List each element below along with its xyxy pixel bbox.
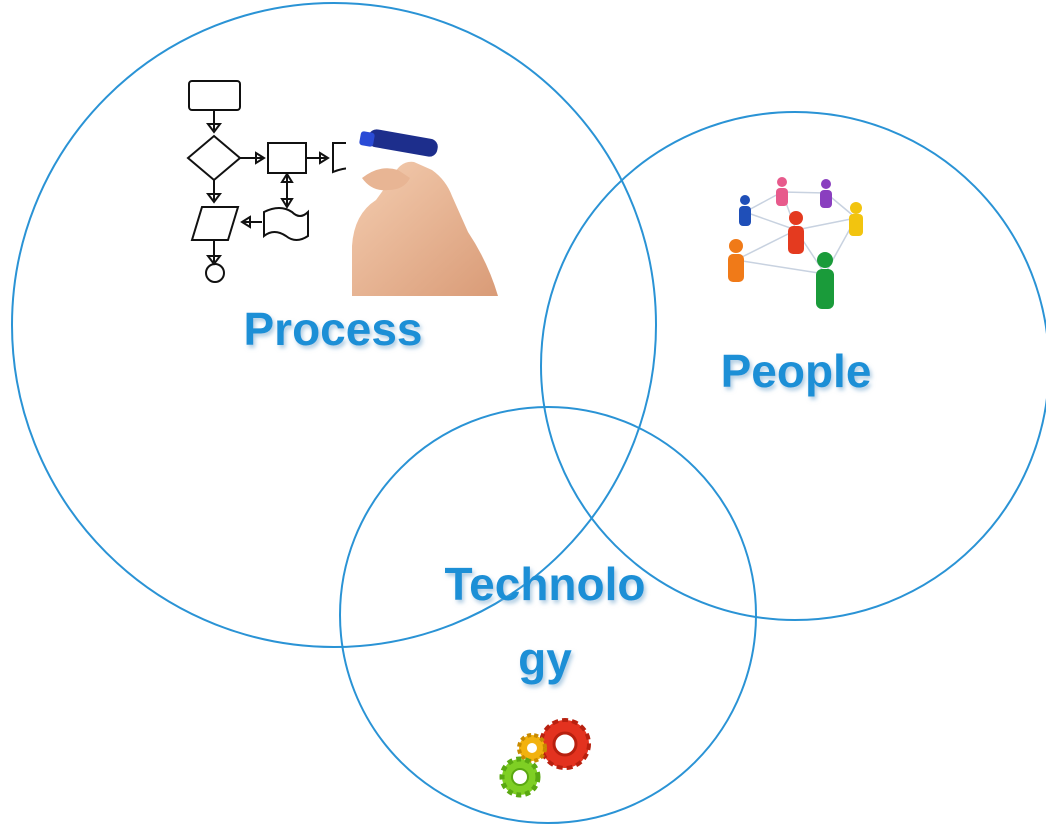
flowchart-hand-icon bbox=[186, 80, 373, 283]
people-circle bbox=[540, 111, 1046, 621]
people-network-icon bbox=[728, 177, 863, 309]
gears-icon bbox=[499, 718, 591, 798]
process-circle bbox=[11, 2, 657, 648]
technology-label-line2: gy bbox=[518, 633, 572, 685]
technology-circle bbox=[339, 406, 757, 824]
people-label: People bbox=[721, 345, 872, 397]
hand-image bbox=[346, 120, 498, 296]
process-label: Process bbox=[243, 303, 422, 355]
technology-label-line1: Technolo bbox=[444, 558, 645, 610]
